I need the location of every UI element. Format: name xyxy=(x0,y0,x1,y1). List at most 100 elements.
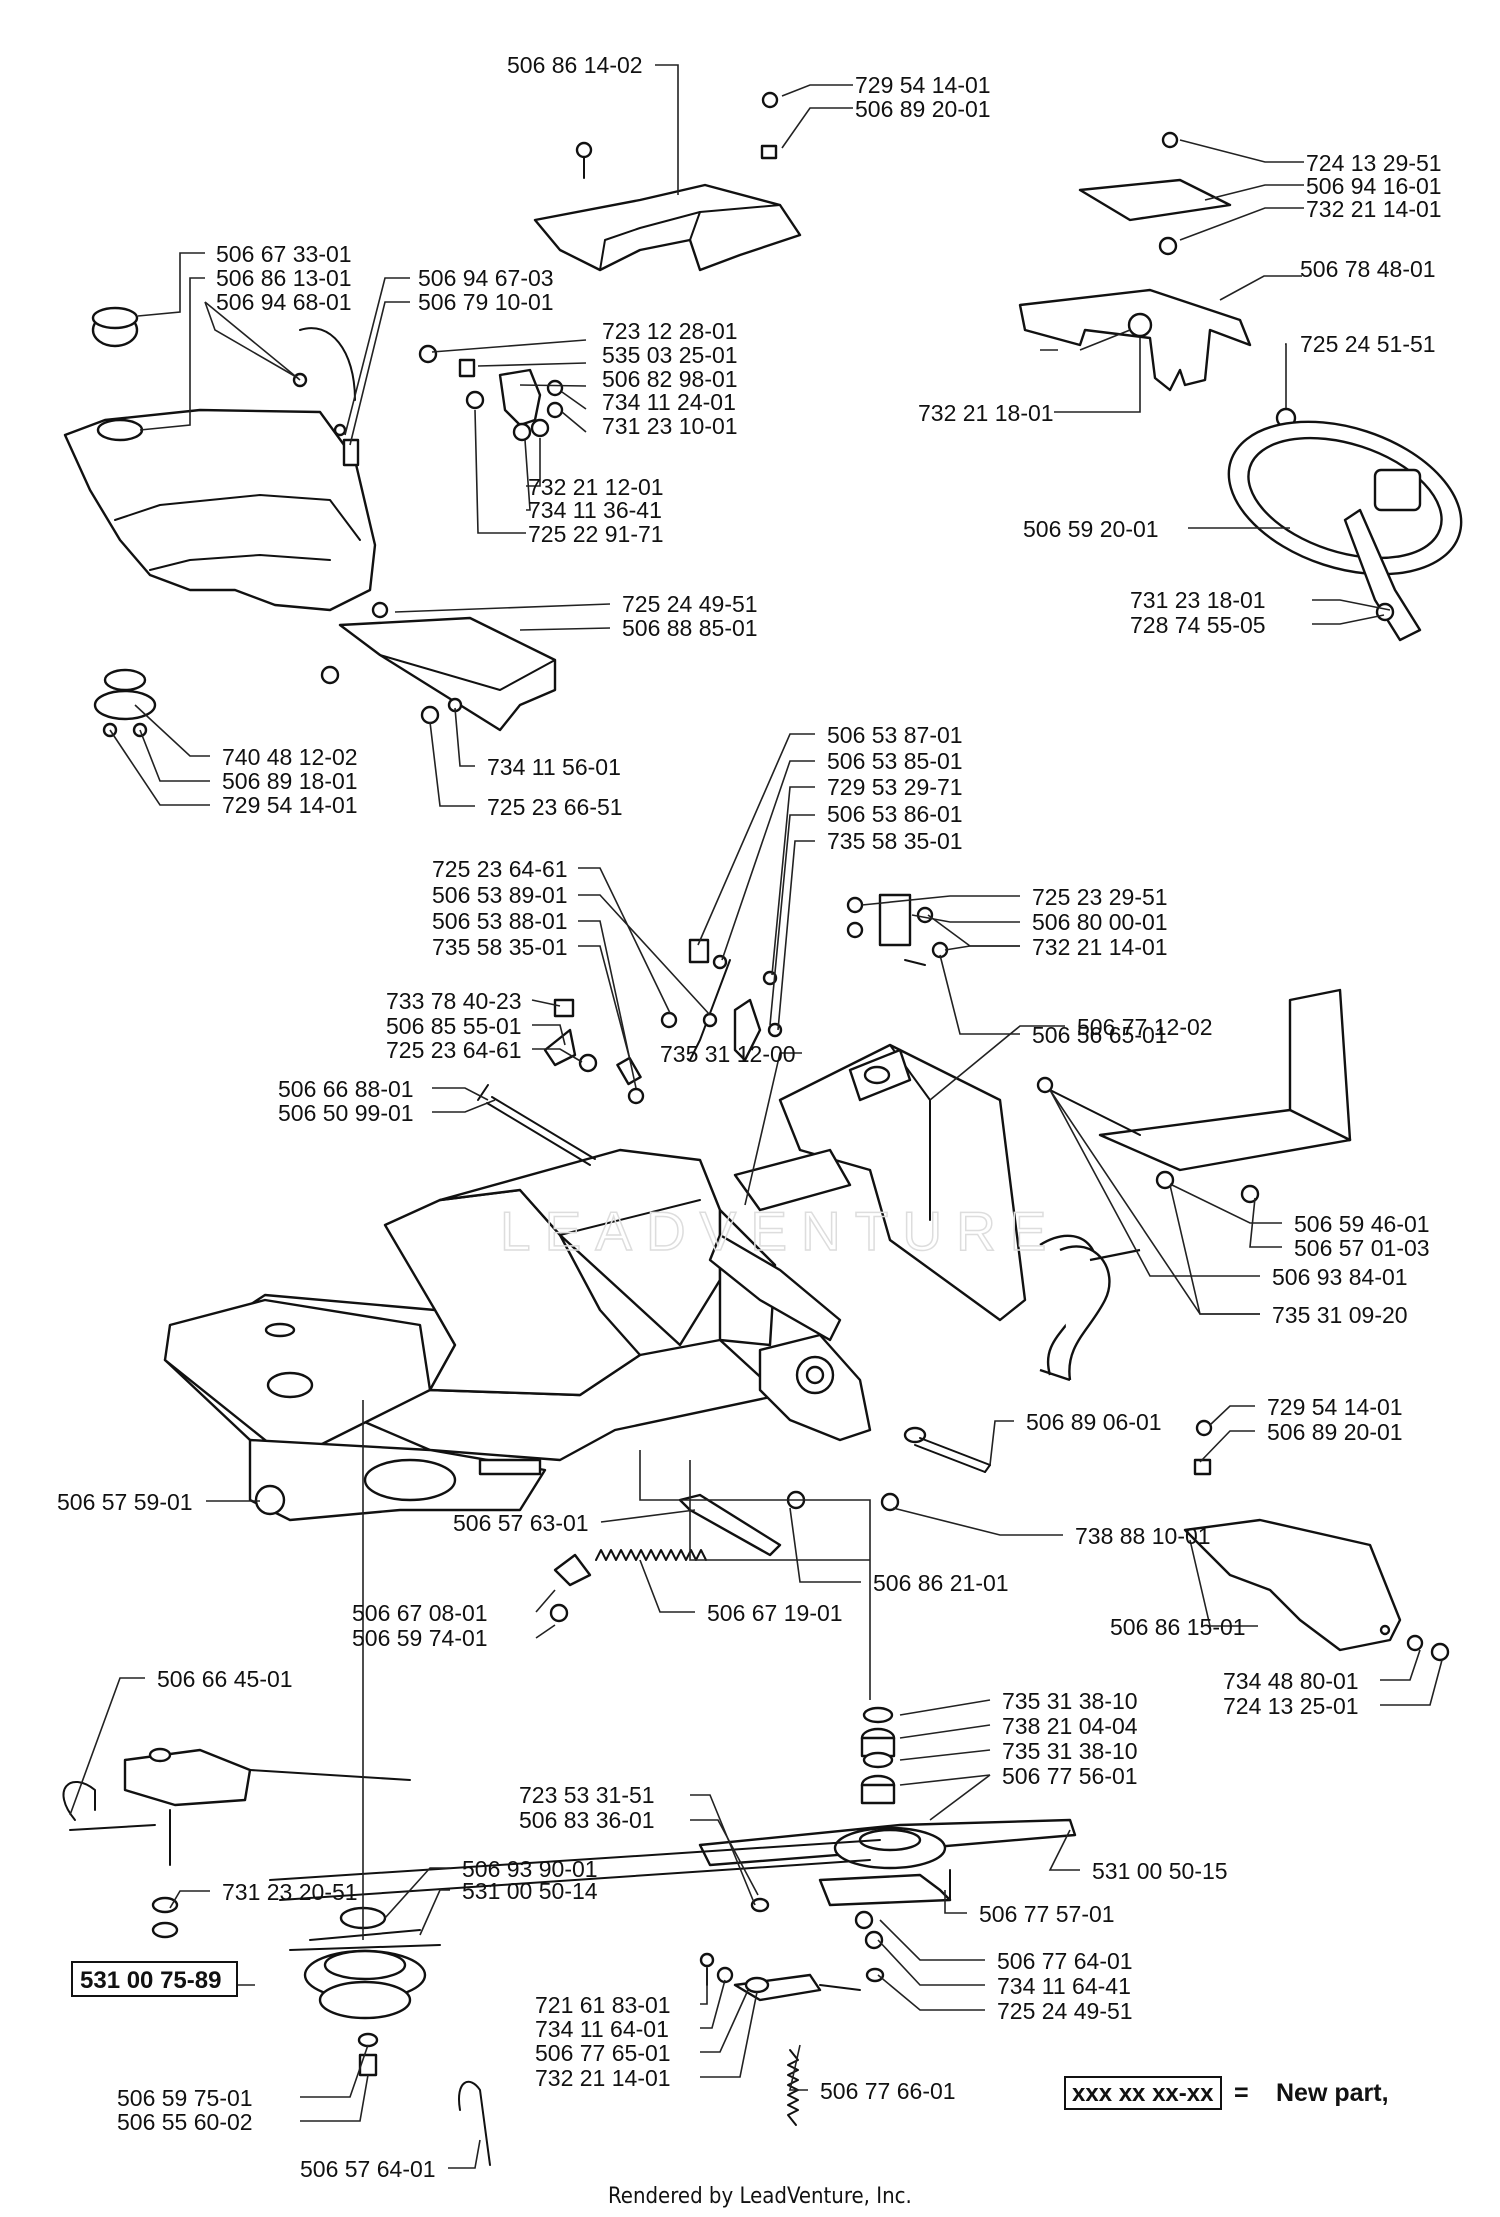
part-label: 506 67 19-01 xyxy=(707,1600,843,1626)
part-label: 732 21 14-01 xyxy=(1032,934,1168,960)
part-label: 506 59 20-01 xyxy=(1023,516,1159,542)
part-label: 725 22 91-71 xyxy=(528,521,664,547)
part-label: 506 59 46-01 xyxy=(1294,1211,1430,1237)
left-pulley-part xyxy=(289,1906,491,2166)
part-label: 506 57 59-01 xyxy=(57,1489,193,1515)
idler-arm-part xyxy=(62,1747,411,1939)
part-label: 506 89 20-01 xyxy=(1267,1419,1403,1445)
part-label: 506 57 01-03 xyxy=(1294,1235,1430,1261)
mount-plate-part xyxy=(320,601,557,732)
part-label: 734 11 36-41 xyxy=(528,497,662,523)
part-label: 734 11 64-41 xyxy=(997,1973,1131,1999)
part-label: 506 56 65-01 xyxy=(1032,1022,1168,1048)
part-label: 506 55 60-02 xyxy=(117,2109,253,2135)
seat-tank-part xyxy=(63,306,377,612)
part-label: 506 93 84-01 xyxy=(1272,1264,1408,1290)
part-label: 506 77 65-01 xyxy=(535,2040,671,2066)
part-label: 506 82 98-01 xyxy=(602,366,738,392)
part-label: 506 66 88-01 xyxy=(278,1076,414,1102)
part-labels: 506 86 14-02 729 54 14-01 506 89 20-01 7… xyxy=(57,52,1442,2182)
part-label: 734 48 80-01 xyxy=(1223,1668,1359,1694)
part-label: 738 21 04-04 xyxy=(1002,1713,1138,1739)
belt-part xyxy=(269,1839,881,1901)
part-label: 506 50 99-01 xyxy=(278,1100,414,1126)
part-label: 506 59 74-01 xyxy=(352,1625,488,1651)
part-label: 506 78 48-01 xyxy=(1300,256,1436,282)
part-label: 734 11 64-01 xyxy=(535,2016,669,2042)
legend-example: xxx xx xx-xx xyxy=(1072,2080,1214,2107)
rod-part xyxy=(477,1084,596,1166)
part-label: 506 59 75-01 xyxy=(117,2085,253,2111)
part-label: 506 86 14-02 xyxy=(507,52,643,78)
part-label: 732 21 14-01 xyxy=(1306,196,1442,222)
part-label: 732 21 18-01 xyxy=(918,400,1054,426)
part-label: 506 86 15-01 xyxy=(1110,1614,1246,1640)
part-label: 731 23 20-51 xyxy=(222,1879,358,1905)
part-label: 506 57 64-01 xyxy=(300,2156,436,2182)
side-cover-part xyxy=(1183,1419,1450,1662)
part-label: 724 13 29-51 xyxy=(1306,150,1442,176)
watermark-text: LEADVENTURE xyxy=(500,1200,1060,1262)
part-label: 729 54 14-01 xyxy=(855,72,991,98)
part-label: 506 94 67-03 xyxy=(418,265,554,291)
part-label: 506 53 87-01 xyxy=(827,722,963,748)
legend-text: New part, xyxy=(1276,2079,1389,2107)
part-label: 506 57 63-01 xyxy=(453,1510,589,1536)
part-label: 735 58 35-01 xyxy=(432,934,568,960)
part-label: 735 31 38-10 xyxy=(1002,1738,1138,1764)
part-label: 732 21 12-01 xyxy=(528,474,664,500)
part-label: 506 94 16-01 xyxy=(1306,173,1442,199)
part-label: 506 89 18-01 xyxy=(222,768,358,794)
new-part-callout: 531 00 75-89 xyxy=(71,1961,238,1997)
part-label: 506 77 56-01 xyxy=(1002,1763,1138,1789)
linkage-cluster-part xyxy=(616,938,783,1105)
part-label: 725 23 64-61 xyxy=(386,1037,522,1063)
part-label: 506 85 55-01 xyxy=(386,1013,522,1039)
part-label: 729 54 14-01 xyxy=(1267,1394,1403,1420)
part-label: 506 89 06-01 xyxy=(1026,1409,1162,1435)
part-label: 535 03 25-01 xyxy=(602,342,738,368)
part-label: 725 23 29-51 xyxy=(1032,884,1168,910)
part-label: 506 93 90-01 xyxy=(462,1856,598,1882)
part-label: 740 48 12-02 xyxy=(222,744,358,770)
seat-pivot-part xyxy=(93,668,157,738)
part-label: 725 24 51-51 xyxy=(1300,331,1436,357)
part-label: 506 53 86-01 xyxy=(827,801,963,827)
part-label: 506 80 00-01 xyxy=(1032,909,1168,935)
part-label: 734 11 24-01 xyxy=(602,389,736,415)
part-label: 725 24 49-51 xyxy=(997,1998,1133,2024)
footrest-part xyxy=(1036,988,1352,1204)
part-label: 723 53 31-51 xyxy=(519,1782,655,1808)
part-label: 506 67 33-01 xyxy=(216,241,352,267)
legend: xxx xx xx-xx = New part, xyxy=(1064,2076,1389,2110)
part-label: 506 86 21-01 xyxy=(873,1570,1009,1596)
clip-part xyxy=(543,998,598,1073)
part-label: 506 66 45-01 xyxy=(157,1666,293,1692)
part-label: 506 83 36-01 xyxy=(519,1807,655,1833)
part-label: 506 53 88-01 xyxy=(432,908,568,934)
part-label: 735 58 35-01 xyxy=(827,828,963,854)
part-label: 725 23 64-61 xyxy=(432,856,568,882)
part-label: 506 53 85-01 xyxy=(827,748,963,774)
legend-equals: = xyxy=(1234,2079,1249,2107)
part-label: 506 77 64-01 xyxy=(997,1948,1133,1974)
pin-part xyxy=(903,1426,991,1473)
part-label: 738 88 10-01 xyxy=(1075,1523,1211,1549)
part-label: 725 24 49-51 xyxy=(622,591,758,617)
part-label: 723 12 28-01 xyxy=(602,318,738,344)
part-label: 506 94 68-01 xyxy=(216,289,352,315)
part-label: 734 11 56-01 xyxy=(487,754,621,780)
part-label: 506 79 10-01 xyxy=(418,289,554,315)
part-label: 728 74 55-05 xyxy=(1130,612,1266,638)
top-right-bracket-part xyxy=(1018,131,1297,429)
part-label: 506 77 66-01 xyxy=(820,2078,956,2104)
part-label: 731 23 18-01 xyxy=(1130,587,1266,613)
part-label: 506 67 08-01 xyxy=(352,1600,488,1626)
leader-lines xyxy=(69,64,1443,2169)
part-label: 531 00 50-14 xyxy=(462,1878,598,1904)
part-label: 506 77 57-01 xyxy=(979,1901,1115,1927)
part-label: 732 21 14-01 xyxy=(535,2065,671,2091)
part-label: 729 54 14-01 xyxy=(222,792,358,818)
part-label: 733 78 40-23 xyxy=(386,988,522,1014)
